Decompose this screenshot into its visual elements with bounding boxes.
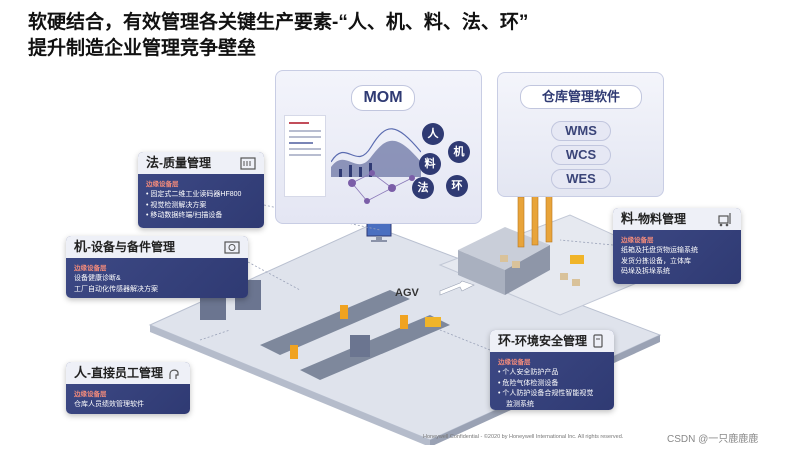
panel-quality: 法-质量管理 边缘设备层 固定式二维工业读码器HF800 视觉检测解决方案 移动… [138, 152, 264, 228]
panel-material-header: 料-物料管理 [613, 208, 741, 230]
panel-staff-header: 人-直接员工管理 [66, 362, 190, 384]
panel-environment-item: 个人防护设备合规性智能视觉 [498, 389, 608, 400]
panel-equipment-title: -设备与备件管理 [87, 240, 176, 254]
panel-environment-item: 危险气体检测设备 [498, 379, 608, 390]
panel-quality-bold: 法 [146, 155, 160, 170]
wes-pill: WES [551, 169, 611, 189]
agv-label: AGV [395, 287, 419, 299]
warehouse-software-panel: 仓库管理软件 WMS WCS WES [497, 72, 664, 197]
panel-environment: 环-环境安全管理 边缘设备层 个人安全防护产品 危险气体检测设备 个人防护设备合… [490, 330, 614, 410]
qr-scanner-icon [240, 157, 256, 170]
wms-pill: WMS [551, 121, 611, 141]
panel-quality-item: 移动数据终端/扫描设备 [146, 211, 258, 222]
panel-material-item: 发货分拣设备，立体库 [621, 257, 691, 265]
circle-huan: 环 [446, 175, 468, 197]
footer-copyright: Honeywell Confidential - ©2020 by Honeyw… [423, 434, 624, 440]
panel-environment-item: 监测系统 [506, 400, 534, 408]
panel-equipment-item: 设备健康诊断& [74, 275, 121, 282]
panel-material-tag: 边缘设备层 [621, 237, 654, 244]
dashboard-list [284, 115, 326, 197]
panel-environment-bold: 环 [498, 333, 512, 348]
circle-ren: 人 [422, 123, 444, 145]
wcs-pill: WCS [551, 145, 611, 165]
title-line-1: 软硬结合，有效管理各关键生产要素-“人、机、料、法、环” [28, 12, 529, 33]
panel-environment-header: 环-环境安全管理 [490, 330, 614, 352]
panel-material-item: 纸箱及托盘货物运输系统 [621, 247, 698, 254]
warehouse-software-title: 仓库管理软件 [520, 85, 642, 109]
person-head-icon [169, 369, 179, 379]
panel-environment-title: -环境安全管理 [511, 334, 588, 348]
circle-fa: 法 [412, 177, 434, 199]
panel-equipment: 机-设备与备件管理 边缘设备层 设备健康诊断& 工厂自动化传感器解决方案 [66, 236, 248, 298]
safety-device-icon [593, 334, 603, 348]
panel-equipment-bold: 机 [74, 239, 88, 254]
panel-staff: 人-直接员工管理 边缘设备层 仓库人员绩效管理软件 [66, 362, 190, 414]
panel-staff-bold: 人 [74, 365, 88, 380]
panel-environment-item: 个人安全防护产品 [498, 368, 608, 379]
watermark: CSDN @一只鹿鹿鹿 [667, 434, 759, 445]
forklift-icon [718, 213, 731, 227]
panel-equipment-tag: 边缘设备层 [74, 265, 107, 272]
mom-wave-chart [331, 128, 421, 177]
panel-quality-tag: 边缘设备层 [146, 181, 179, 188]
circle-liao: 料 [419, 153, 441, 175]
panel-quality-item: 视觉检测解决方案 [146, 201, 258, 212]
title-line-2: 提升制造企业管理竞争壁垒 [28, 38, 257, 59]
mom-network-graph [348, 170, 415, 204]
panel-staff-title: -直接员工管理 [87, 366, 164, 380]
panel-quality-header: 法-质量管理 [138, 152, 264, 174]
panel-material-item: 码垛及拆垛系统 [621, 268, 670, 275]
panel-material: 料-物料管理 边缘设备层 纸箱及托盘货物运输系统 发货分拣设备，立体库 码垛及拆… [613, 208, 741, 284]
panel-equipment-header: 机-设备与备件管理 [66, 236, 248, 258]
mom-label: MOM [351, 85, 415, 111]
panel-material-title: -物料管理 [634, 212, 687, 226]
monitor-icon [366, 219, 392, 242]
circle-ji: 机 [448, 141, 470, 163]
panel-equipment-item: 工厂自动化传感器解决方案 [74, 285, 158, 293]
panel-staff-tag: 边缘设备层 [74, 391, 107, 398]
panel-staff-item: 仓库人员绩效管理软件 [74, 401, 144, 408]
panel-environment-tag: 边缘设备层 [498, 359, 531, 366]
panel-quality-item: 固定式二维工业读码器HF800 [146, 190, 258, 201]
mom-panel: MOM 人 机 料 法 环 [275, 70, 482, 224]
panel-quality-title: -质量管理 [159, 156, 212, 170]
gear-box-icon [224, 241, 240, 254]
panel-material-bold: 料 [621, 211, 635, 226]
page-title: 软硬结合，有效管理各关键生产要素-“人、机、料、法、环” 提升制造企业管理竞争壁… [28, 10, 528, 62]
